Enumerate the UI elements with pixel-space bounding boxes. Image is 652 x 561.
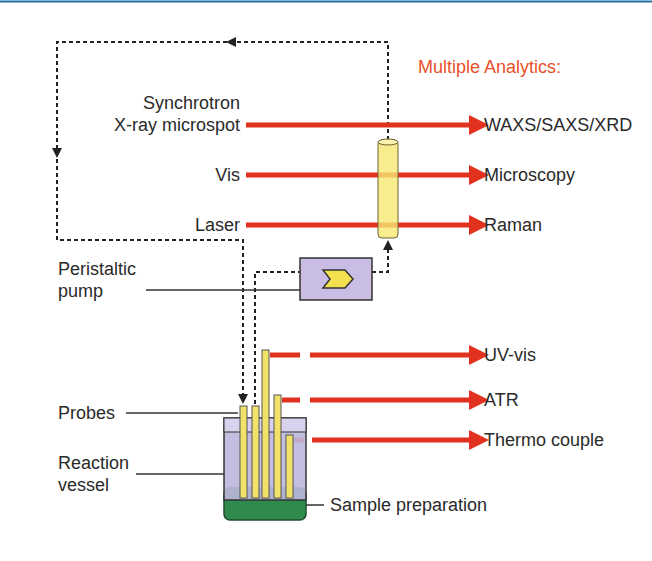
thermo-arrow xyxy=(312,438,474,443)
label-word: Thermo xyxy=(484,430,546,450)
leader-lines xyxy=(126,290,324,505)
heading-label: Multiple Analytics: xyxy=(418,56,564,78)
technique-label: Thermo couple xyxy=(484,429,607,451)
label-word: Reaction xyxy=(58,453,129,473)
label-word: microspot xyxy=(162,115,240,135)
flow-arrowheads xyxy=(52,37,393,404)
arrowhead xyxy=(52,148,62,158)
probe-rod xyxy=(274,395,281,498)
label-word: Probes xyxy=(58,403,115,423)
pump-arrow-symbol xyxy=(323,270,353,288)
probe-rod xyxy=(240,406,247,498)
probe-rod xyxy=(262,350,269,498)
label-word: preparation xyxy=(396,495,487,515)
source-label: Synchrotron X-ray microspot xyxy=(111,92,240,136)
part-label: Reaction vessel xyxy=(58,452,132,496)
xray-beam xyxy=(246,123,474,128)
arrowhead xyxy=(238,394,248,404)
part-label: Peristaltic pump xyxy=(58,258,139,302)
label-word: UV-vis xyxy=(484,345,536,365)
technique-label: Microscopy xyxy=(484,164,578,186)
technique-label: ATR xyxy=(484,389,522,411)
label-word: couple xyxy=(551,430,604,450)
pump-box xyxy=(300,258,372,300)
sample-leader xyxy=(306,504,324,506)
probe-rod xyxy=(252,406,259,498)
flow-cell xyxy=(378,139,398,238)
pump-outlet-line xyxy=(372,248,388,272)
return-line xyxy=(57,42,388,396)
source-label: Vis xyxy=(212,164,240,186)
technique-label: WAXS/SAXS/XRD xyxy=(484,114,635,136)
label-word: Vis xyxy=(215,165,240,185)
atr-arrow xyxy=(310,398,474,403)
label-word: Microscopy xyxy=(484,165,575,185)
probe-rod xyxy=(286,435,293,498)
source-label: Laser xyxy=(192,214,240,236)
vessel-leader xyxy=(136,473,224,475)
beam-arrows xyxy=(246,125,474,225)
flow-cell-tube xyxy=(378,140,398,238)
label-word: Laser xyxy=(195,215,240,235)
arrowhead xyxy=(383,240,393,250)
arrowhead xyxy=(226,37,236,47)
label-word: X-ray xyxy=(114,115,157,135)
peristaltic-pump xyxy=(300,258,372,300)
technique-label: Raman xyxy=(484,214,545,236)
flow-cell-top xyxy=(378,139,398,145)
probes-leader xyxy=(126,412,238,414)
label-word: pump xyxy=(58,281,103,301)
label-word: Analytics: xyxy=(484,57,561,77)
label-word: Peristaltic xyxy=(58,259,136,279)
label-word: Raman xyxy=(484,215,542,235)
label-word: Multiple xyxy=(418,57,480,77)
pump-leader xyxy=(146,289,300,291)
probes xyxy=(240,350,293,498)
label-word: WAXS/SAXS/XRD xyxy=(484,115,632,135)
vis-beam xyxy=(246,173,474,178)
technique-label: UV-vis xyxy=(484,344,539,366)
part-label: Sample preparation xyxy=(330,494,490,516)
label-word: Sample xyxy=(330,495,391,515)
atr-arrow-tail xyxy=(282,398,300,403)
uvvis-arrow xyxy=(310,353,474,358)
uvvis-arrow-tail xyxy=(270,353,300,358)
label-word: ATR xyxy=(484,390,519,410)
part-label: Probes xyxy=(58,402,118,424)
label-word: vessel xyxy=(58,475,109,495)
laser-beam xyxy=(246,223,474,228)
top-rule xyxy=(0,1,652,3)
label-word: Synchrotron xyxy=(143,93,240,113)
